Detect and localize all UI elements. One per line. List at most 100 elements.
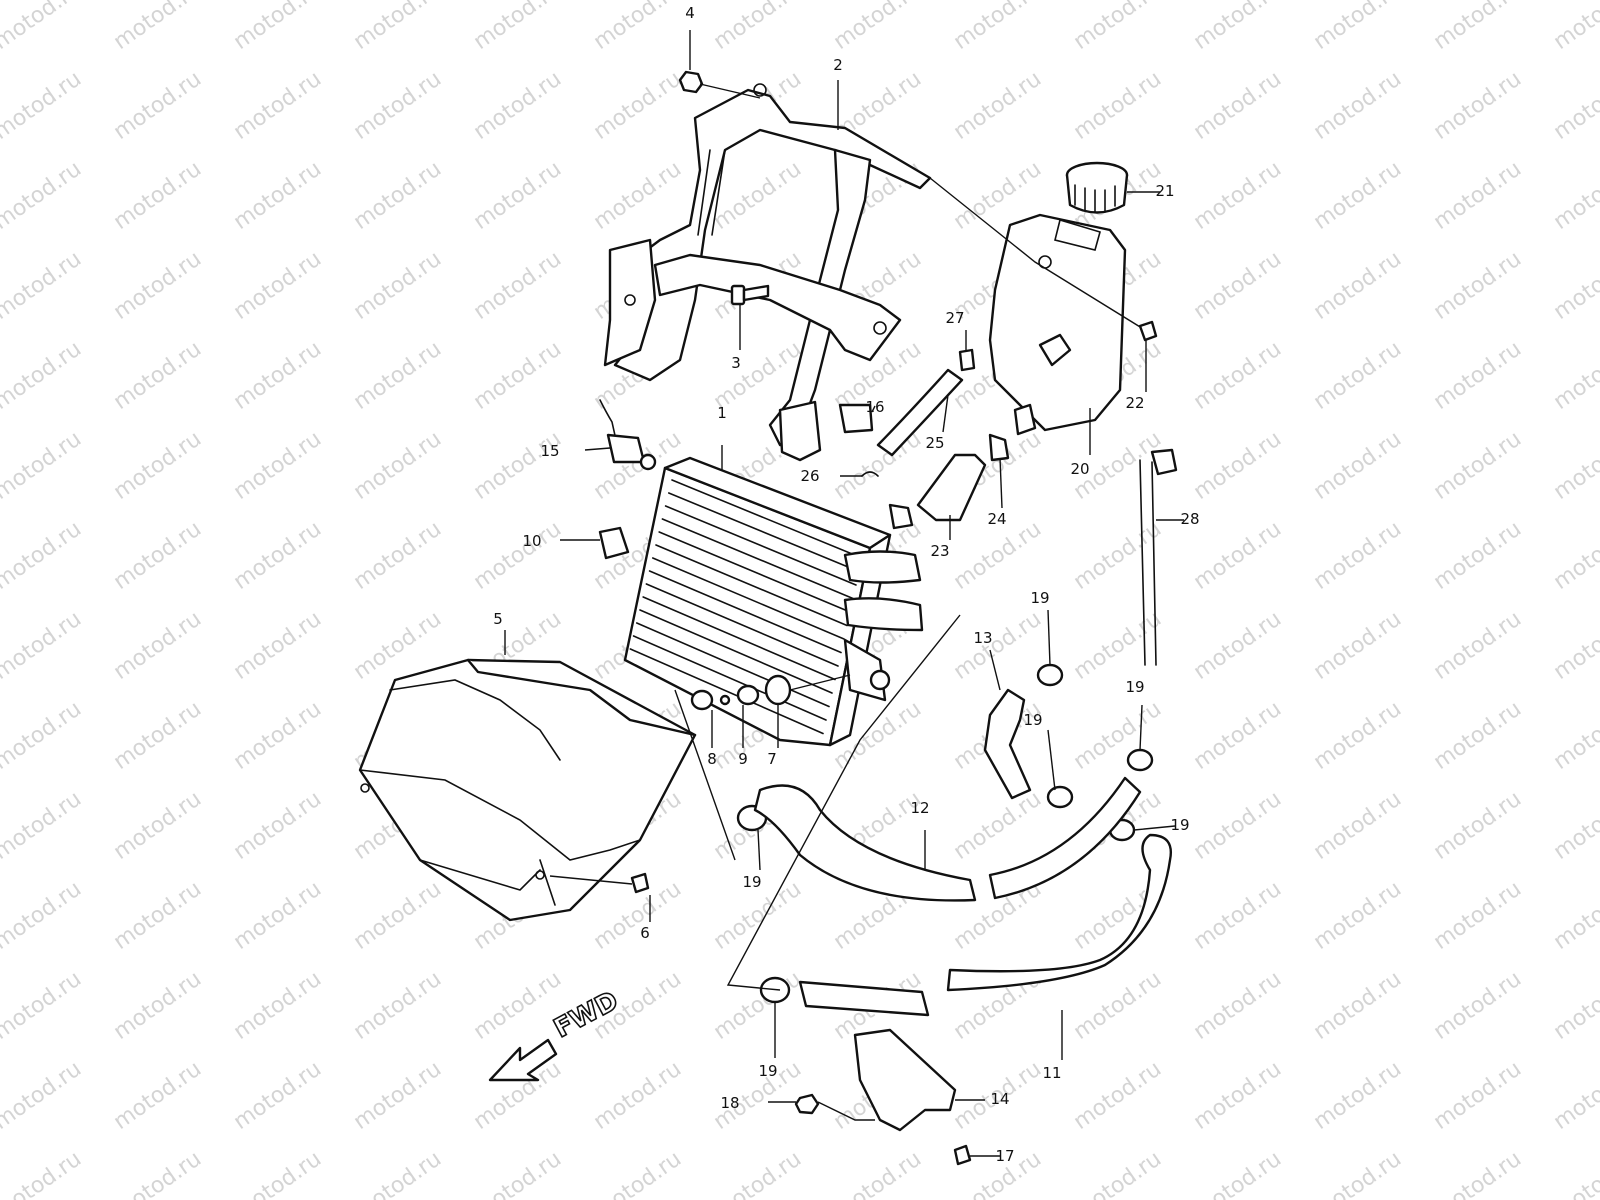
watermark-text: motod.ru (229, 607, 326, 685)
watermark-text: motod.ru (1189, 1147, 1286, 1200)
watermark-text: motod.ru (1429, 157, 1526, 235)
radiator-fin (639, 609, 833, 694)
watermark-text: motod.ru (1189, 787, 1286, 865)
radiator-fin (655, 544, 848, 627)
watermark-text: motod.ru (1549, 877, 1600, 955)
watermark-text: motod.ru (1549, 967, 1600, 1045)
watermark-text: motod.ru (1069, 67, 1166, 145)
callout-leader (1047, 729, 1056, 791)
clamp-24a (988, 433, 1010, 462)
watermark-text: motod.ru (709, 0, 806, 55)
clamp-24b (888, 503, 914, 530)
watermark-text: motod.ru (1309, 337, 1406, 415)
radiator-fin (664, 505, 857, 586)
callout-leader (1139, 704, 1143, 751)
watermark-text: motod.ru (229, 247, 326, 325)
callout-number: 15 (540, 442, 559, 460)
radiator-fin (658, 531, 851, 613)
watermark-text: motod.ru (1189, 337, 1286, 415)
watermark-text: motod.ru (829, 427, 926, 505)
watermark-text: motod.ru (589, 0, 686, 55)
watermark-text: motod.ru (0, 787, 86, 865)
clamp-19b (1046, 785, 1074, 809)
watermark-text: motod.ru (229, 877, 326, 955)
radiator-fin (642, 596, 836, 681)
watermark-text: motod.ru (1429, 1057, 1526, 1135)
watermark-text: motod.ru (589, 1147, 686, 1200)
watermark-text: motod.ru (1549, 607, 1600, 685)
bolt-3 (730, 284, 770, 306)
clamp-19a (1036, 663, 1064, 687)
watermark-text: motod.ru (1549, 0, 1600, 55)
watermark-text: motod.ru (1549, 67, 1600, 145)
callout-number: 14 (990, 1090, 1009, 1108)
watermark-text: motod.ru (1549, 337, 1600, 415)
radiator-fin (636, 622, 830, 708)
callout-leader (757, 829, 761, 871)
callout-number: 22 (1125, 394, 1144, 412)
callout-number: 20 (1070, 460, 1089, 478)
callout-number: 11 (1042, 1064, 1061, 1082)
watermark-text: motod.ru (709, 1147, 806, 1200)
watermark-text: motod.ru (1189, 247, 1286, 325)
watermark-text: motod.ru (1309, 517, 1406, 595)
watermark-text: motod.ru (949, 787, 1046, 865)
watermark-text: motod.ru (1549, 517, 1600, 595)
watermark-text: motod.ru (109, 787, 206, 865)
callout-number: 5 (493, 610, 503, 628)
radiator-cover (358, 658, 697, 922)
watermark-text: motod.ru (1189, 0, 1286, 55)
callout-number: 16 (865, 398, 884, 416)
watermark-text: motod.ru (1189, 877, 1286, 955)
radiator-fin (648, 570, 842, 654)
drain-hose-28 (1139, 448, 1178, 666)
watermark-text: motod.ru (349, 0, 446, 55)
hose-12 (753, 776, 1142, 902)
radiator (623, 456, 924, 747)
watermark-text: motod.ru (229, 967, 326, 1045)
watermark-text: motod.ru (109, 157, 206, 235)
callout-number: 13 (973, 629, 992, 647)
callout-number: 19 (1125, 678, 1144, 696)
watermark-text: motod.ru (1309, 67, 1406, 145)
watermark-text: motod.ru (949, 607, 1046, 685)
watermark-text: motod.ru (1189, 697, 1286, 775)
watermark-text: motod.ru (1309, 787, 1406, 865)
watermark-text: motod.ru (109, 0, 206, 55)
callout-number: 19 (1170, 816, 1189, 834)
watermark-text: motod.ru (1429, 697, 1526, 775)
watermark-text: motod.ru (349, 157, 446, 235)
thermo-switch-15 (599, 399, 657, 471)
watermark-text: motod.ru (829, 0, 926, 55)
watermark-text: motod.ru (469, 157, 566, 235)
watermark-text: motod.ru (229, 697, 326, 775)
watermark-text: motod.ru (1429, 247, 1526, 325)
watermark-text: motod.ru (0, 247, 86, 325)
callout-leader (989, 649, 1001, 691)
watermark-text: motod.ru (0, 697, 86, 775)
callout-leader (999, 457, 1003, 509)
watermark-text: motod.ru (1189, 157, 1286, 235)
watermark-text: motod.ru (1189, 607, 1286, 685)
watermark-text: motod.ru (1069, 1057, 1166, 1135)
watermark-text: motod.ru (109, 1057, 206, 1135)
nut-18 (794, 1093, 820, 1115)
watermark-text: motod.ru (709, 967, 806, 1045)
watermark-text: motod.ru (349, 337, 446, 415)
reservoir-tank (929, 177, 1146, 436)
clip-16 (838, 403, 874, 434)
watermark-text: motod.ru (1429, 787, 1526, 865)
watermark-text: motod.ru (349, 1057, 446, 1135)
watermark-text: motod.ru (1429, 427, 1526, 505)
watermark-text: motod.ru (1549, 247, 1600, 325)
radiator-fin (661, 518, 854, 600)
callout-number: 9 (738, 750, 748, 768)
watermark-text: motod.ru (109, 337, 206, 415)
watermark-text: motod.ru (469, 427, 566, 505)
callout-number: 19 (1023, 711, 1042, 729)
radiator-fin (645, 583, 839, 667)
radiator-fins (629, 479, 863, 735)
watermark-text: motod.ru (0, 877, 86, 955)
callout-number: 23 (930, 542, 949, 560)
callout-number: 3 (731, 354, 741, 372)
